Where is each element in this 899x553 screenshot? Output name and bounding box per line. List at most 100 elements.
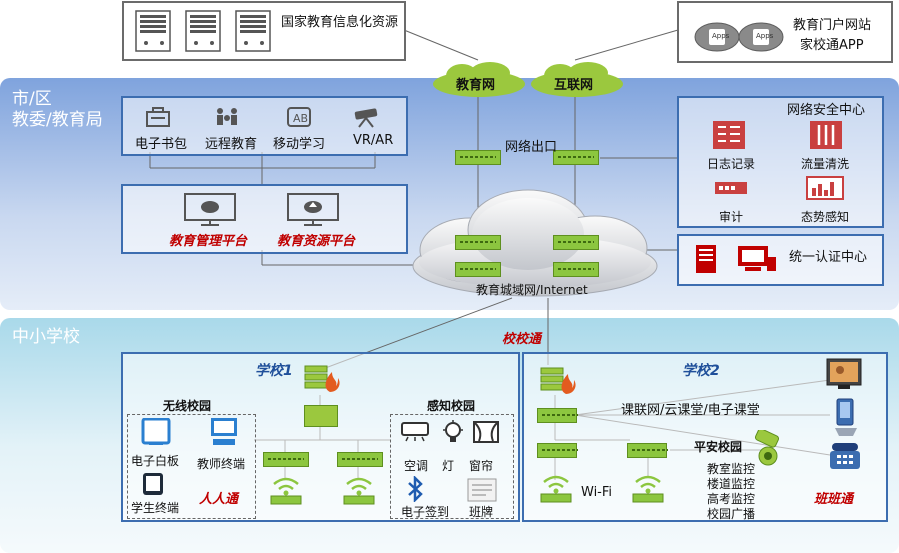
school2-core-switch [537,408,578,423]
national-resource-label: 国家教育信息化资源 [281,15,399,30]
server-rack-icon [134,9,284,57]
school-title: 中小学校 [12,327,80,347]
portal-site-label: 教育门户网站 [793,18,872,33]
safe-corridor: 楼道监控 [707,477,756,491]
sensing-ac: 空调 [404,459,429,473]
cloud-switch-lr [553,262,599,277]
auth-server-icon [695,244,717,278]
apps-cloud-icon [693,13,793,59]
school2-tag: 班班通 [814,492,854,507]
teacher-terminal-icon [209,417,239,451]
mobile-learning-icon: AB [285,106,313,132]
internet-label: 互联网 [554,78,594,93]
internet-cloud: 互联网 [530,62,624,98]
remote-education-icon [214,106,240,132]
safe-broadcast: 校园广播 [707,507,756,521]
sensing-campus-box [390,414,514,519]
metro-cloud-label: 教育城域网/Internet [476,283,588,297]
classroom-pda-icon [833,398,859,442]
school2-title: 学校2 [682,363,720,379]
school1-ap-right-icon [341,472,377,510]
school1-access-switch-left [263,452,309,467]
whiteboard-icon [141,417,171,450]
wireless-student: 学生终端 [131,501,180,515]
light-bulb-icon [441,420,465,450]
ebook-bag-icon [145,106,171,132]
exit-switch-right [553,150,599,165]
school2-firewall-icon [540,364,576,400]
platforms-box: 教育管理平台 教育资源平台 [121,184,408,254]
school1-access-switch-right [337,452,383,467]
service-vr: VR/AR [353,133,394,148]
school1-ap-left-icon [268,472,304,510]
svg-text:AB: AB [293,112,308,125]
sensing-light: 灯 [442,459,455,473]
school2-course-label: 课联网/云课堂/电子课堂 [621,403,760,418]
sensing-curtain: 窗帘 [469,459,494,473]
situation-aware-icon [806,176,844,204]
security-camera-icon [752,428,786,472]
city-title-1: 市/区 [12,89,52,109]
apps-label-2: Apps [756,32,774,40]
sensing-checkin: 电子签到 [401,505,450,519]
student-tablet-icon [141,472,165,500]
sec-audit: 审计 [719,210,744,224]
cloud-switch-ur [553,235,599,250]
security-center-box: 网络安全中心 日志记录 流量清洗 审计 态势感知 [677,96,884,228]
school2-ap-icon [538,470,574,508]
services-box: AB 电子书包 远程教育 移动学习 VR/AR [121,96,408,156]
cloud-switch-ll [455,262,501,277]
cloud-switch-ul [455,235,501,250]
edu-net-cloud: 教育网 [432,62,526,98]
sec-traffic: 流量清洗 [801,157,850,171]
audit-device-icon [714,178,748,202]
school2-wifi-label: Wi-Fi [581,485,613,500]
net-exit-label: 网络出口 [505,140,558,155]
wireless-title: 无线校园 [163,399,212,413]
city-title-2: 教委/教育局 [12,110,103,130]
auth-terminal-icon [737,245,777,277]
school2-safe-ap-icon [630,470,666,508]
national-resource-box: 国家教育信息化资源 [122,1,406,61]
service-mobile: 移动学习 [273,137,326,152]
platform-resource: 教育资源平台 [277,234,356,249]
apps-label-1: Apps [712,32,730,40]
safe-title: 平安校园 [694,440,743,454]
log-record-icon [712,120,746,154]
bluetooth-icon [405,474,425,506]
school1-firewall-icon [304,362,340,398]
curtain-icon [473,421,499,447]
service-remote: 远程教育 [205,137,258,152]
sensing-board: 班牌 [469,505,494,519]
platform-management: 教育管理平台 [169,234,248,249]
service-ebook: 电子书包 [135,137,188,152]
exit-switch-left [455,150,501,165]
school1-title: 学校1 [255,363,293,379]
school1-box: 学校1 无线校园 电子白板 教师终端 学生终端 人人通 感知校园 空调 灯 窗帘… [121,352,520,522]
class-board-icon [467,478,497,506]
classroom-phone-icon [828,441,862,475]
wireless-teacher: 教师终端 [197,457,246,471]
auth-center-box: 统一认证中心 [677,234,884,286]
wireless-tag: 人人通 [199,492,239,507]
air-conditioner-icon [401,422,429,446]
portal-app-label: 家校通APP [800,38,864,53]
wireless-whiteboard: 电子白板 [131,454,180,468]
classroom-tv-icon [826,358,862,394]
wireless-campus-box [127,414,256,519]
auth-center-label: 统一认证中心 [789,250,868,265]
school2-access-switch [537,443,578,458]
monitor-upload-icon [286,192,340,230]
traffic-clean-icon [809,120,843,154]
security-title: 网络安全中心 [787,103,866,118]
safe-exam: 高考监控 [707,492,756,506]
school1-core-switch [304,405,338,427]
sec-log: 日志记录 [707,157,756,171]
school2-safe-switch [627,443,668,458]
portal-box: Apps Apps 教育门户网站 家校通APP [677,1,893,63]
safe-classroom: 教室监控 [707,462,756,476]
monitor-cloud-icon [183,192,237,230]
school-link-label: 校校通 [502,332,542,347]
sensing-title: 感知校园 [427,399,476,413]
vr-telescope-icon [353,106,381,132]
